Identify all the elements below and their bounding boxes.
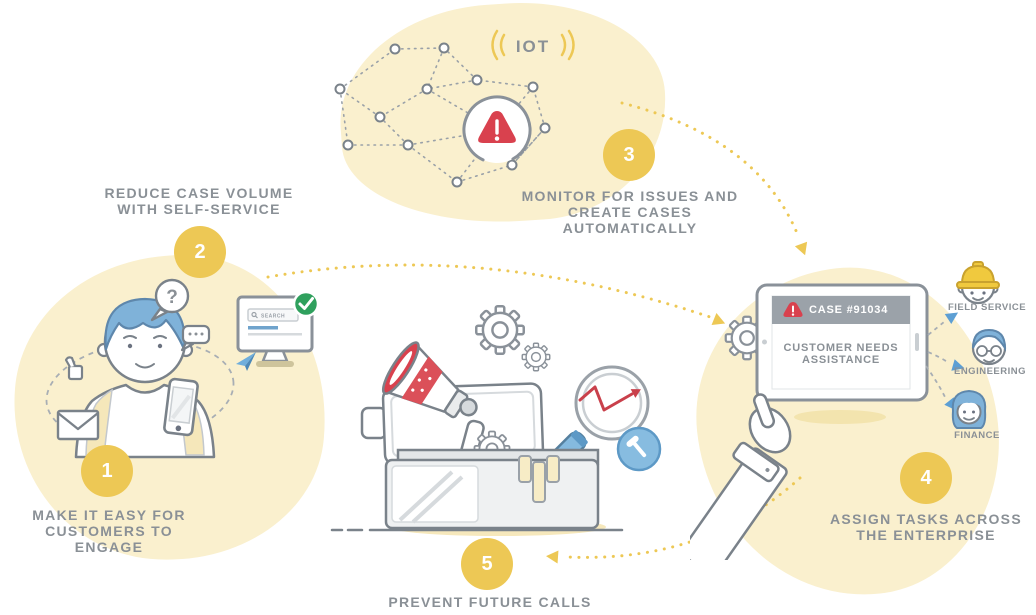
step-number: 4 bbox=[920, 466, 932, 489]
tablet: CASE #91034 CUSTOMER NEEDS ASSISTANCE bbox=[755, 283, 929, 402]
megaphone-icon bbox=[381, 341, 485, 465]
paper-plane-icon bbox=[236, 352, 256, 371]
check-circle-icon bbox=[292, 290, 320, 318]
step-badge-1: 1 bbox=[81, 445, 133, 497]
monitor-icon: SEARCH bbox=[236, 295, 314, 367]
step-number: 1 bbox=[101, 459, 113, 482]
toolbox-illustration bbox=[330, 305, 662, 536]
chat-bubble-icon bbox=[180, 324, 211, 352]
monitor-stand bbox=[261, 349, 289, 363]
step-number: 5 bbox=[481, 552, 493, 575]
caption-line: ASSIGN TASKS ACROSS bbox=[830, 511, 1022, 527]
search-box bbox=[247, 308, 299, 322]
case-message-line2: ASSISTANCE bbox=[802, 354, 880, 366]
step-badge-2: 2 bbox=[174, 226, 226, 278]
step-badge-3: 3 bbox=[603, 129, 655, 181]
thumbs-up-icon bbox=[64, 356, 84, 381]
tablet-home-bar bbox=[915, 333, 919, 351]
email-icon bbox=[56, 409, 100, 441]
step-caption-3: MONITOR FOR ISSUES AND CREATE CASES AUTO… bbox=[500, 188, 760, 236]
step-number: 3 bbox=[623, 143, 635, 166]
arrowhead-icon bbox=[546, 550, 559, 564]
department-label-engineering: ENGINEERING bbox=[953, 366, 1026, 377]
search-label: SEARCH bbox=[261, 314, 285, 320]
iot-label: IOT bbox=[516, 37, 550, 56]
trend-line bbox=[578, 385, 634, 412]
caption-line: CUSTOMERS TO ENGAGE bbox=[45, 523, 173, 555]
caption-line: THE ENTERPRISE bbox=[856, 527, 996, 543]
step-caption-2: REDUCE CASE VOLUME WITH SELF-SERVICE bbox=[99, 185, 299, 217]
hair bbox=[972, 328, 1007, 352]
caption-line: PREVENT FUTURE CALLS bbox=[388, 594, 592, 610]
department-label-finance: FINANCE bbox=[954, 430, 1000, 441]
step-caption-5: PREVENT FUTURE CALLS bbox=[380, 594, 600, 610]
step-badge-4: 4 bbox=[900, 452, 952, 504]
assignment-connectors bbox=[925, 321, 950, 398]
department-label-field-service: FIELD SERVICE bbox=[947, 302, 1027, 313]
search-icon bbox=[251, 311, 257, 318]
question-mark: ? bbox=[166, 287, 178, 308]
arrowhead-icon bbox=[711, 312, 726, 326]
enterprise-illustration: CASE #91034 CUSTOMER NEEDS ASSISTANCE bbox=[690, 261, 1007, 560]
sound-waves-icon bbox=[491, 29, 575, 61]
channels-orbit bbox=[45, 340, 235, 444]
step-badge-5: 5 bbox=[461, 538, 513, 590]
result-line bbox=[248, 333, 302, 336]
field-service-avatar bbox=[956, 261, 1000, 305]
self-service-monitor: SEARCH bbox=[236, 290, 320, 371]
caption-line: REDUCE CASE VOLUME bbox=[104, 185, 294, 201]
step-caption-4: ASSIGN TASKS ACROSS THE ENTERPRISE bbox=[816, 511, 1036, 543]
arrowhead-icon bbox=[794, 241, 808, 256]
alert-triangle-icon bbox=[783, 302, 803, 317]
gear-icon bbox=[475, 305, 525, 355]
hand bbox=[748, 393, 792, 454]
case-number: CASE #91034 bbox=[809, 304, 888, 316]
step-number: 2 bbox=[194, 240, 206, 263]
step-caption-1: MAKE IT EASY FOR CUSTOMERS TO ENGAGE bbox=[9, 507, 209, 555]
tool-handles bbox=[518, 455, 560, 503]
tablet-camera bbox=[762, 339, 767, 345]
flow-arc-monitor-to-assign bbox=[620, 101, 801, 240]
arm bbox=[690, 441, 788, 560]
caption-line: MONITOR FOR ISSUES AND bbox=[521, 188, 739, 204]
question-bubble-icon: ? bbox=[150, 278, 190, 322]
smartphone-icon bbox=[163, 377, 199, 437]
toolbox-body bbox=[384, 448, 600, 530]
finance-avatar bbox=[951, 389, 987, 429]
alert-circle-icon bbox=[462, 95, 532, 165]
case-message-line1: CUSTOMER NEEDS bbox=[784, 342, 899, 354]
flow-arc-engage-to-assign bbox=[266, 263, 712, 319]
iot-network-illustration: IOT bbox=[334, 29, 575, 188]
result-bar bbox=[248, 326, 278, 330]
tablet-shadow bbox=[794, 410, 886, 424]
caption-line: CREATE CASES AUTOMATICALLY bbox=[562, 204, 698, 236]
customer-illustration: ? bbox=[45, 278, 235, 459]
engineering-avatar bbox=[971, 328, 1007, 366]
network-nodes bbox=[334, 42, 551, 188]
caption-line: WITH SELF-SERVICE bbox=[117, 201, 281, 217]
monitor-base bbox=[256, 361, 294, 367]
caption-line: MAKE IT EASY FOR bbox=[32, 507, 186, 523]
gear-icon bbox=[521, 342, 551, 372]
tool-badge-icon bbox=[616, 426, 662, 472]
